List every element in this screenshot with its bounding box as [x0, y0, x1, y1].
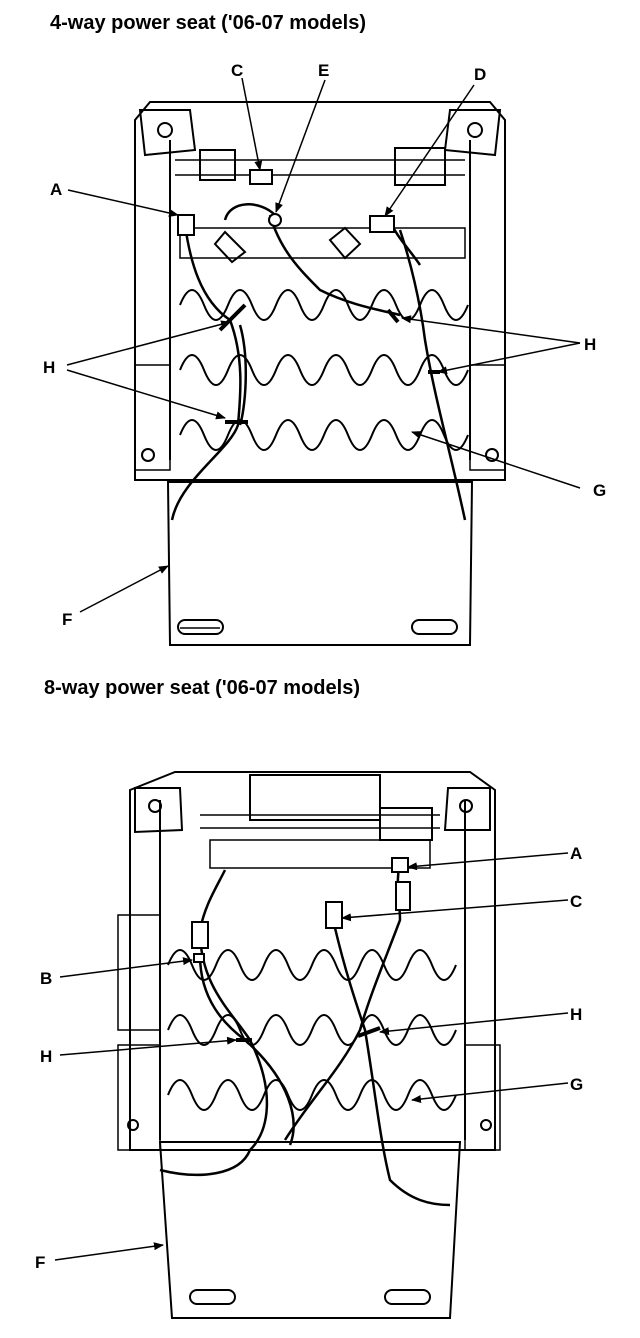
- seat-frame-8-way: [117, 771, 501, 1319]
- leader-lines-8-way: [54, 852, 569, 1261]
- callout-f-4-way: F: [62, 610, 72, 629]
- callout-g-4-way: G: [593, 481, 606, 500]
- connector-a-8-way: [391, 857, 409, 873]
- callout-c-8-way: C: [570, 892, 582, 911]
- callout-c-4-way: C: [231, 61, 243, 80]
- connector-d-4-way: [369, 215, 395, 233]
- callout-h-4-way-right: H: [584, 335, 596, 354]
- clip-h-8-way-2: [357, 1026, 381, 1038]
- callout-e-4-way: E: [318, 61, 329, 80]
- connector-b-8-way-body: [191, 921, 209, 949]
- callout-h-4-way-left: H: [43, 358, 55, 377]
- diagram-title-4-way: 4-way power seat ('06-07 models): [50, 12, 366, 34]
- callout-f-8-way: F: [35, 1253, 45, 1272]
- wire-harness-4-way: [170, 203, 467, 521]
- connector-c-8-way: [325, 901, 343, 929]
- seat-springs-8-way: [167, 949, 457, 1111]
- connector-a-8-way-mate: [395, 881, 411, 911]
- callout-g-8-way: G: [570, 1075, 583, 1094]
- connectors-8-way: [191, 857, 411, 1042]
- callout-d-4-way: D: [474, 65, 486, 84]
- callout-b-8-way: B: [40, 969, 52, 988]
- leader-lines-4-way: [66, 77, 581, 613]
- callout-a-8-way: A: [570, 844, 582, 863]
- connector-a-4-way: [177, 214, 195, 236]
- diagram-title-8-way: 8-way power seat ('06-07 models): [44, 677, 360, 699]
- seat-frame-4-way: [134, 101, 506, 646]
- clip-h-4-way-3: [386, 308, 400, 324]
- callout-a-4-way: A: [50, 180, 62, 199]
- connectors-4-way: [177, 169, 440, 424]
- connector-e-4-way: [268, 213, 282, 227]
- callout-h-8-way-right: H: [570, 1005, 582, 1024]
- callout-h-8-way-left: H: [40, 1047, 52, 1066]
- connector-b-8-way: [193, 953, 205, 963]
- connector-c-4-way: [249, 169, 273, 185]
